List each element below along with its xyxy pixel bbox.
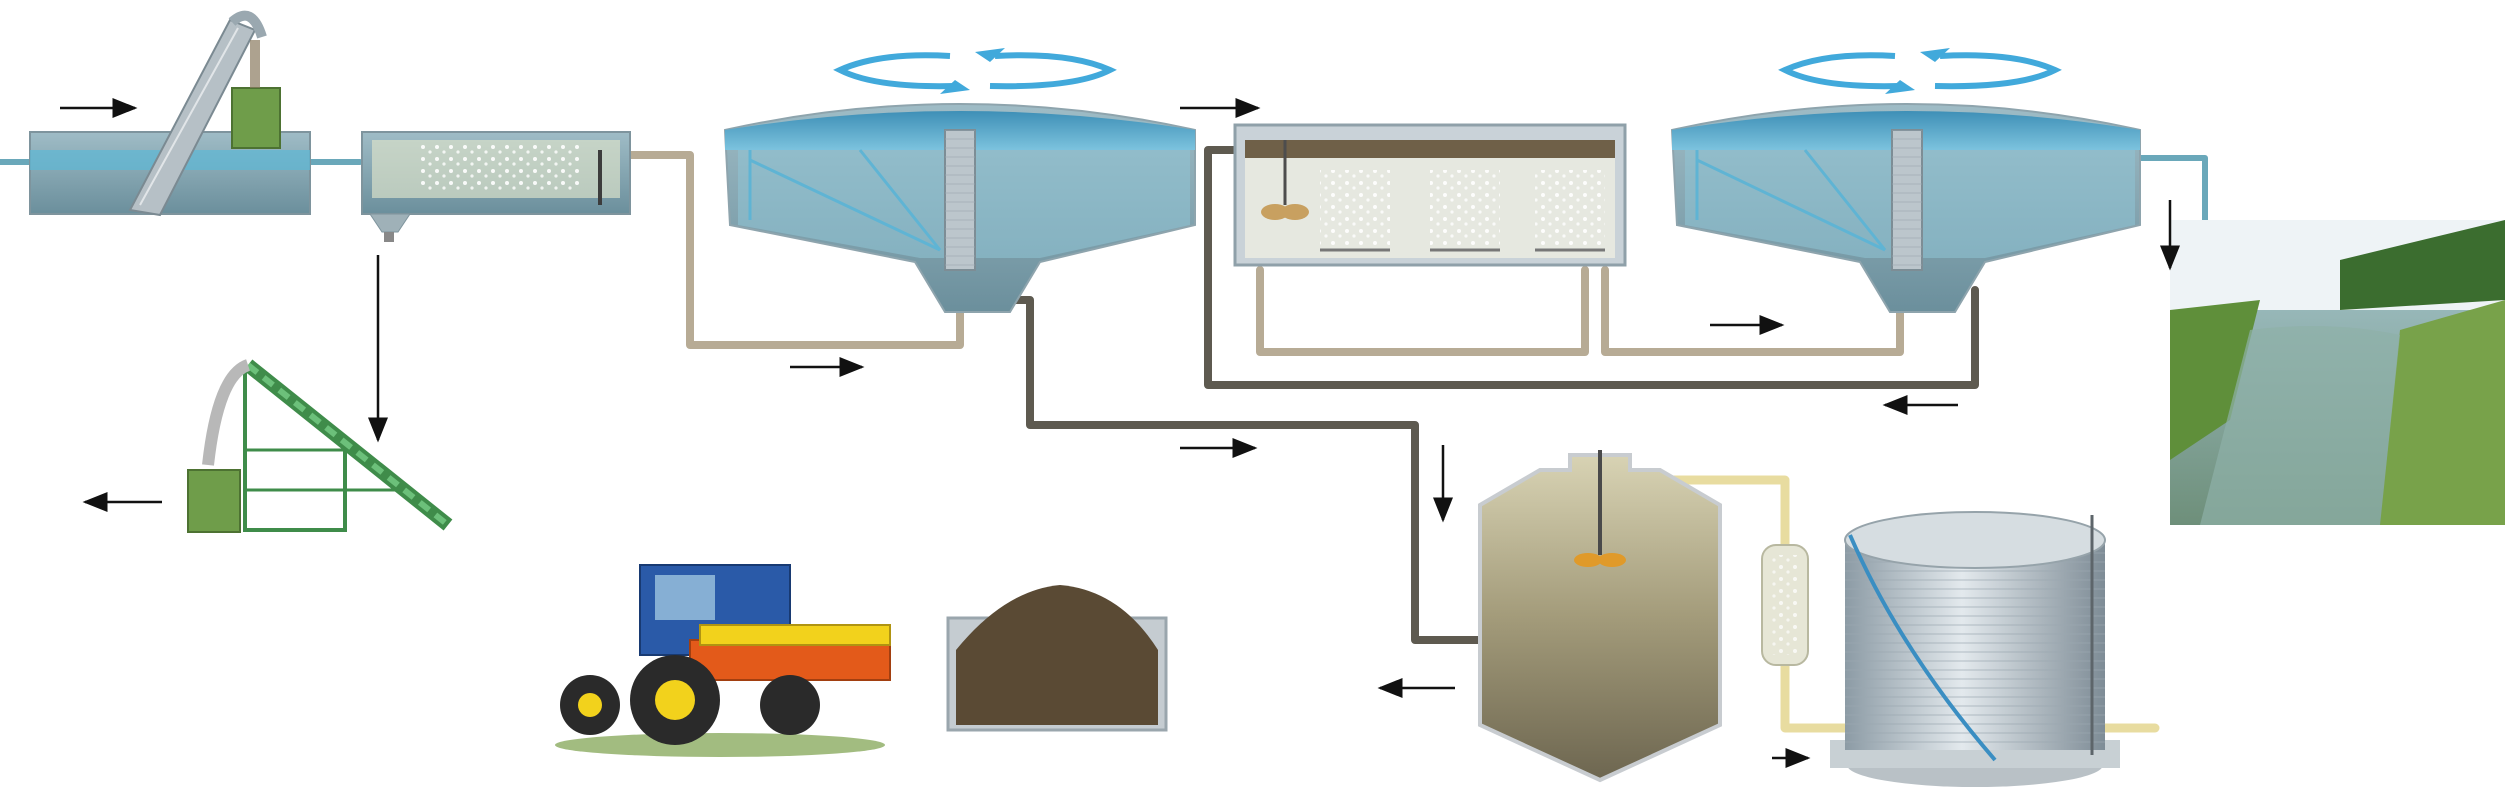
aeration-basin bbox=[1233, 123, 1627, 267]
screenings-bin bbox=[231, 87, 281, 149]
secondary-clarifier bbox=[1670, 103, 2141, 313]
mixer-propeller-icon bbox=[1261, 140, 1309, 220]
conveyor-bin bbox=[187, 469, 241, 533]
gas-holder-silo bbox=[1830, 511, 2120, 787]
anaerobic-digester bbox=[1478, 450, 1722, 783]
secondary-feed-pipe bbox=[1601, 266, 1904, 356]
secondary-rotation-icon bbox=[1778, 48, 2062, 94]
primary-rotation-icon bbox=[833, 48, 1117, 94]
pipe-network bbox=[0, 146, 2293, 733]
grit-removal-tank bbox=[361, 131, 631, 242]
digester-mixer-icon bbox=[1574, 553, 1626, 567]
screening-unit bbox=[29, 10, 311, 217]
biogas-filter bbox=[1761, 544, 1809, 666]
aeration-loop-pipe bbox=[1256, 266, 1589, 356]
flow-arrows bbox=[60, 98, 2180, 768]
sludge-cake-bin bbox=[946, 585, 1168, 732]
screenings-conveyor bbox=[187, 359, 453, 533]
gas-pipe-2 bbox=[1780, 660, 1855, 733]
primary-clarifier bbox=[723, 103, 1196, 313]
tractor-spreader bbox=[555, 564, 891, 757]
return-sludge-pipe bbox=[1204, 146, 1979, 389]
river-photo bbox=[2170, 220, 2505, 525]
primary-sludge-pipe bbox=[996, 296, 1484, 644]
